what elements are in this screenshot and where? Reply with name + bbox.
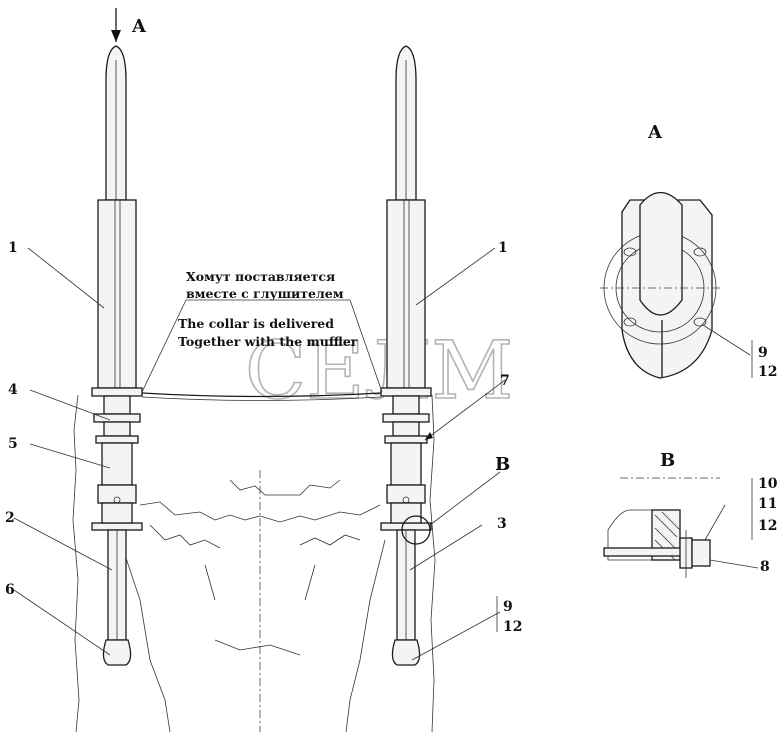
- part-label-3: 3: [497, 516, 507, 532]
- part-label-7: 7: [500, 373, 510, 389]
- part-label-1-left: 1: [8, 240, 18, 256]
- detail-a-label-9: 9: [758, 345, 768, 361]
- detail-b-label-11: 11: [758, 496, 777, 512]
- part-label-4: 4: [8, 382, 18, 398]
- note-en-line2: Together with the muffler: [178, 334, 358, 349]
- part-label-1-right: 1: [498, 240, 508, 256]
- collar-rod: [141, 392, 382, 398]
- part-label-2: 2: [5, 510, 15, 526]
- detail-a-title: A: [647, 122, 663, 143]
- detail-a-view: [600, 191, 753, 379]
- leader-lines: [13, 247, 506, 661]
- detail-b-title: B: [660, 450, 675, 471]
- part-label-12-bottom: 12: [503, 619, 522, 635]
- view-arrow-label: A: [131, 16, 147, 37]
- detail-b-label-8: 8: [760, 559, 770, 575]
- part-label-9-bottom: 9: [503, 599, 513, 615]
- watermark: СЕЛМ: [245, 324, 513, 417]
- detail-b-callout-circle: [401, 515, 431, 545]
- callout-b-label: B: [495, 454, 510, 475]
- detail-b-view: [603, 477, 759, 578]
- detail-b-label-10: 10: [758, 476, 778, 492]
- part-label-6: 6: [5, 582, 15, 598]
- note-ru-line1: Хомут поставляется: [186, 269, 335, 284]
- detail-b-label-12: 12: [758, 518, 777, 534]
- part-label-5: 5: [8, 436, 18, 452]
- left-exhaust-pipe: [91, 8, 143, 666]
- note-ru-line2: вместе с глушителем: [186, 286, 344, 301]
- vehicle-frame: [72, 394, 436, 732]
- detail-a-label-12: 12: [758, 364, 777, 380]
- right-exhaust-pipe: [380, 45, 432, 666]
- note-en-line1: The collar is delivered: [178, 316, 334, 331]
